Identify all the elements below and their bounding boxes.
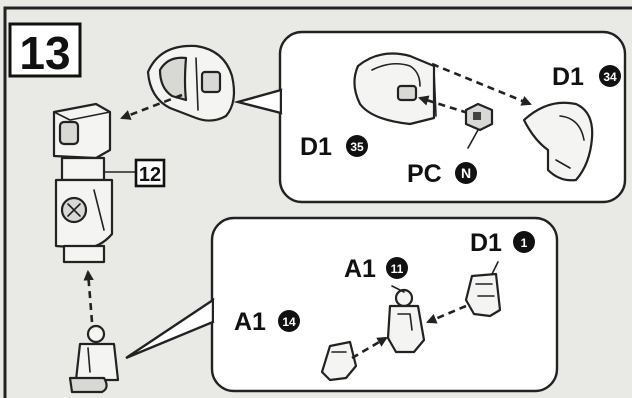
label-d1-34: D1 34 xyxy=(552,63,621,91)
step-number: 13 xyxy=(19,27,70,79)
step-frame xyxy=(3,6,632,398)
arrow-helmet-to-body xyxy=(120,93,183,120)
callout-pointer-figure xyxy=(125,297,215,360)
callout-panel-figure xyxy=(210,216,559,393)
label-d1-1: D1 1 xyxy=(470,229,535,257)
arrow-a1-14-to-a1-11 xyxy=(351,336,388,360)
svg-text:D1: D1 xyxy=(300,133,332,161)
svg-text:14: 14 xyxy=(282,315,296,329)
part-d1-35-drawing xyxy=(353,52,437,126)
svg-text:D1: D1 xyxy=(470,229,502,257)
arrow-figure-to-body xyxy=(83,269,94,323)
part-d1-1-drawing xyxy=(464,261,502,318)
body-assembly-drawing xyxy=(52,102,114,264)
svg-text:11: 11 xyxy=(391,262,404,276)
label-a1-14: A1 14 xyxy=(234,308,300,336)
arrow-d1-1-to-a1-11 xyxy=(426,304,467,324)
arrow-d1-35-to-d1-34 xyxy=(431,62,532,106)
svg-text:35: 35 xyxy=(350,140,364,154)
callout-pointer-head xyxy=(233,88,283,115)
svg-text:34: 34 xyxy=(603,70,617,84)
seated-figure-drawing xyxy=(68,324,120,394)
step-ref-number: 12 xyxy=(139,164,161,186)
svg-text:D1: D1 xyxy=(552,63,584,91)
step-ref-badge: 12 xyxy=(103,158,166,188)
part-pc-n-drawing xyxy=(464,102,494,149)
label-d1-35: D1 35 xyxy=(300,133,368,161)
svg-text:A1: A1 xyxy=(234,308,266,336)
svg-text:A1: A1 xyxy=(344,255,376,283)
svg-text:1: 1 xyxy=(521,236,528,250)
helmet-assembled-drawing xyxy=(146,44,236,122)
part-a1-14-drawing xyxy=(320,340,358,382)
step-number-badge: 13 xyxy=(8,22,82,79)
svg-text:N: N xyxy=(461,165,471,181)
part-d1-34-drawing xyxy=(522,101,594,182)
arrow-pc-to-d1-35 xyxy=(418,95,469,115)
svg-text:PC: PC xyxy=(407,160,442,188)
label-a1-11: A1 11 xyxy=(344,255,408,283)
label-pc-n: PC N xyxy=(407,160,477,188)
part-a1-11-drawing xyxy=(386,285,426,354)
